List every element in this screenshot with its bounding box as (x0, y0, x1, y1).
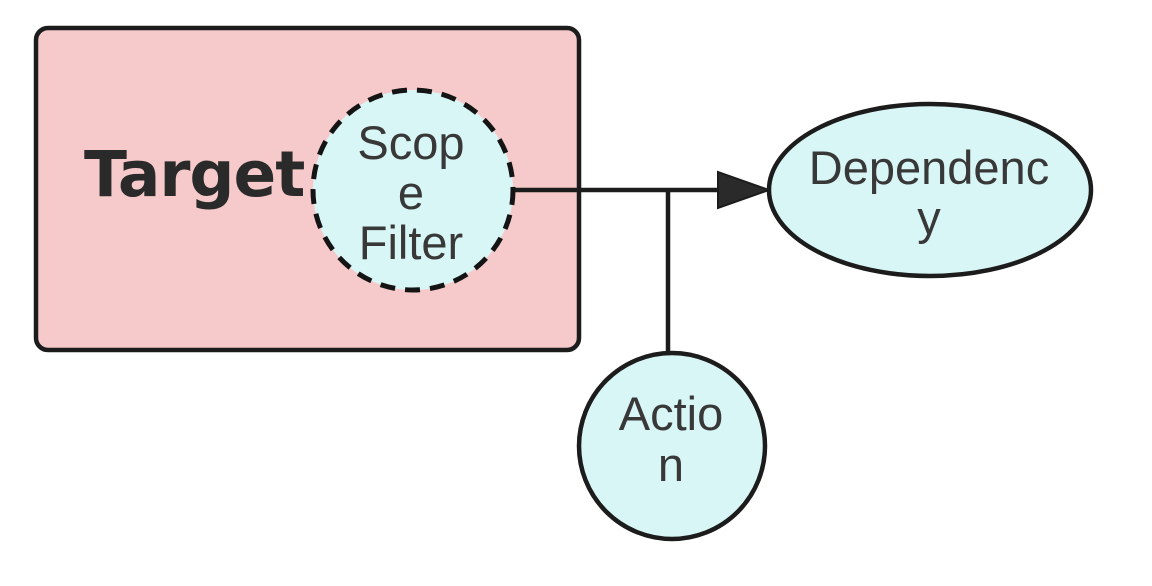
action-node-label-line1: Actio (619, 387, 724, 440)
scope-filter-node-label-line1: Scop (357, 116, 464, 169)
dependency-node-label-line2: y (917, 191, 941, 244)
action-node-circle (576, 350, 768, 542)
scope-filter-node-label-line2: e (398, 166, 424, 219)
dependency-node-ellipse (766, 101, 1094, 279)
scope-filter-node-label-line3: Filter (359, 216, 463, 269)
action-node-label-line2: n (658, 438, 684, 491)
dependency-node-label-line1: Dependenc (809, 141, 1049, 194)
scope-filter-node-circle (310, 87, 516, 293)
arrowhead-icon (717, 170, 773, 210)
target-node-label: Target (84, 138, 304, 211)
